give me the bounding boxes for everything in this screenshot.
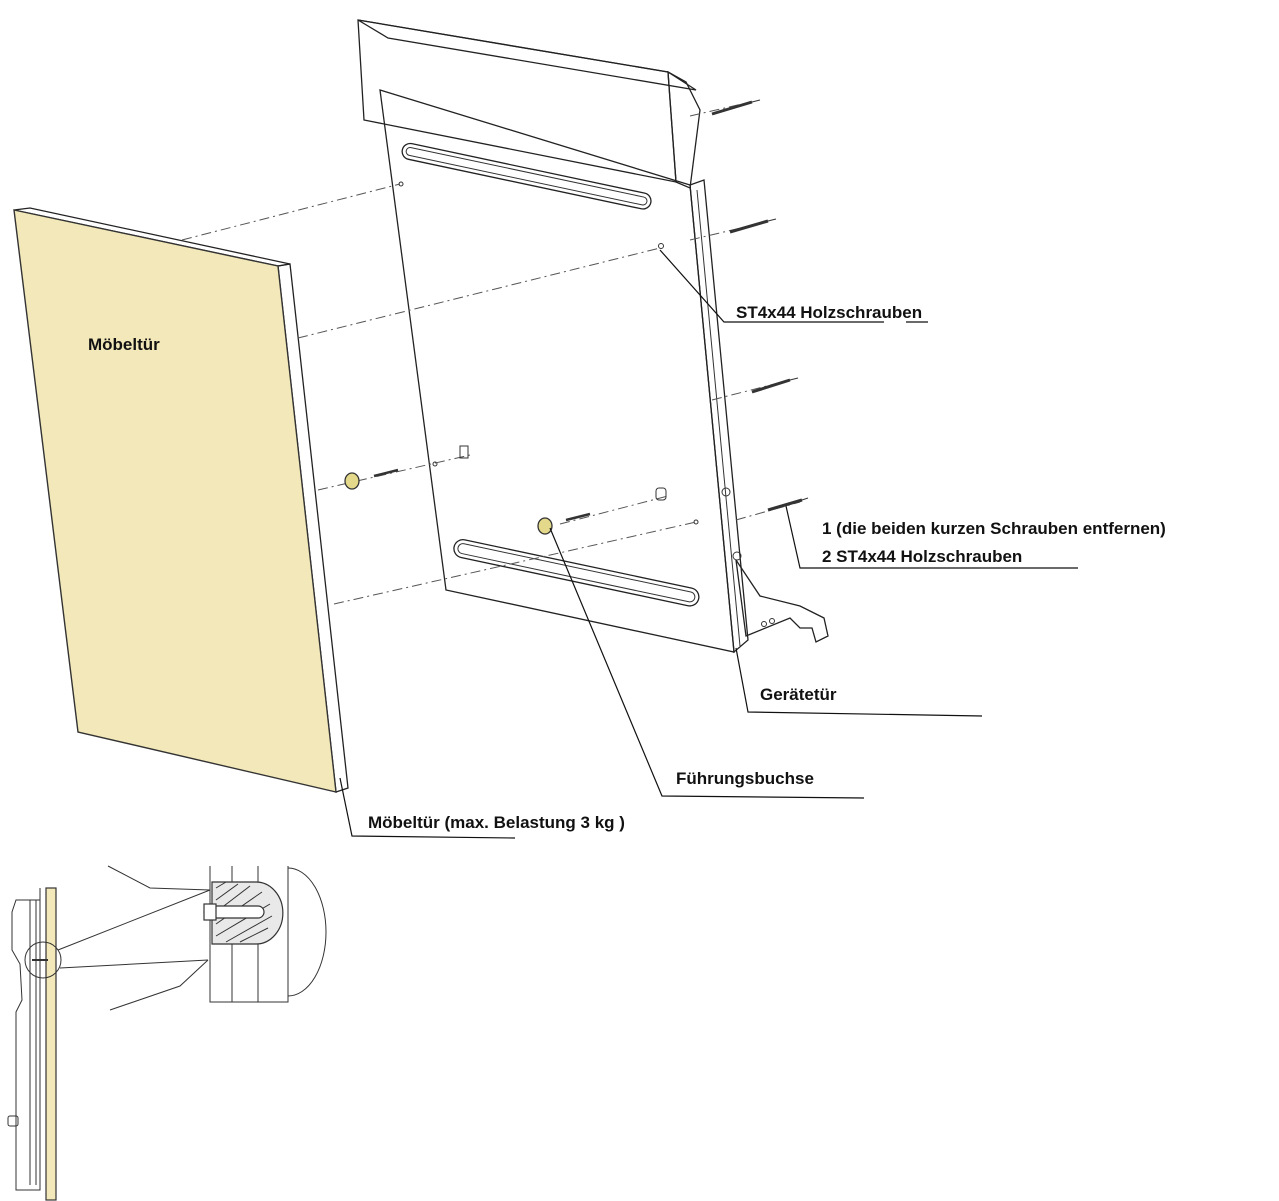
label-moebeltuer-belastung: Möbeltür (max. Belastung 3 kg ) (368, 813, 625, 832)
upper-slot (401, 142, 652, 210)
label-moebeltuer: Möbeltür (88, 335, 160, 354)
furniture-door (13, 207, 349, 793)
hinge-bracket (735, 559, 829, 643)
side-view-detail (7, 865, 327, 1201)
wood-screw-icon (751, 377, 799, 394)
detail-enlargement (203, 866, 327, 1003)
furniture-door-face (13, 209, 337, 793)
appliance-door-plate (379, 89, 735, 653)
appliance-door (357, 19, 829, 654)
label-geraetetuer: Gerätetür (760, 685, 837, 704)
label-st4x44-holzschrauben: ST4x44 Holzschrauben (736, 303, 922, 322)
leader-lines (339, 249, 1078, 839)
furniture-door-side (45, 887, 57, 1201)
detail-magnifier-icon (24, 941, 62, 979)
label-step-2: 2 ST4x44 Holzschrauben (822, 547, 1022, 566)
guide-bushing-right (537, 487, 667, 535)
label-fuehrungsbuchse: Führungsbuchse (676, 769, 814, 788)
wood-screw-icon (711, 99, 761, 116)
wood-screw-icon (729, 218, 777, 234)
guide-bushing-left (344, 445, 469, 490)
wood-screw-icon (767, 497, 809, 512)
label-step-1: 1 (die beiden kurzen Schrauben entfernen… (822, 519, 1166, 538)
lower-slot (453, 539, 700, 607)
wood-screws (711, 99, 809, 512)
